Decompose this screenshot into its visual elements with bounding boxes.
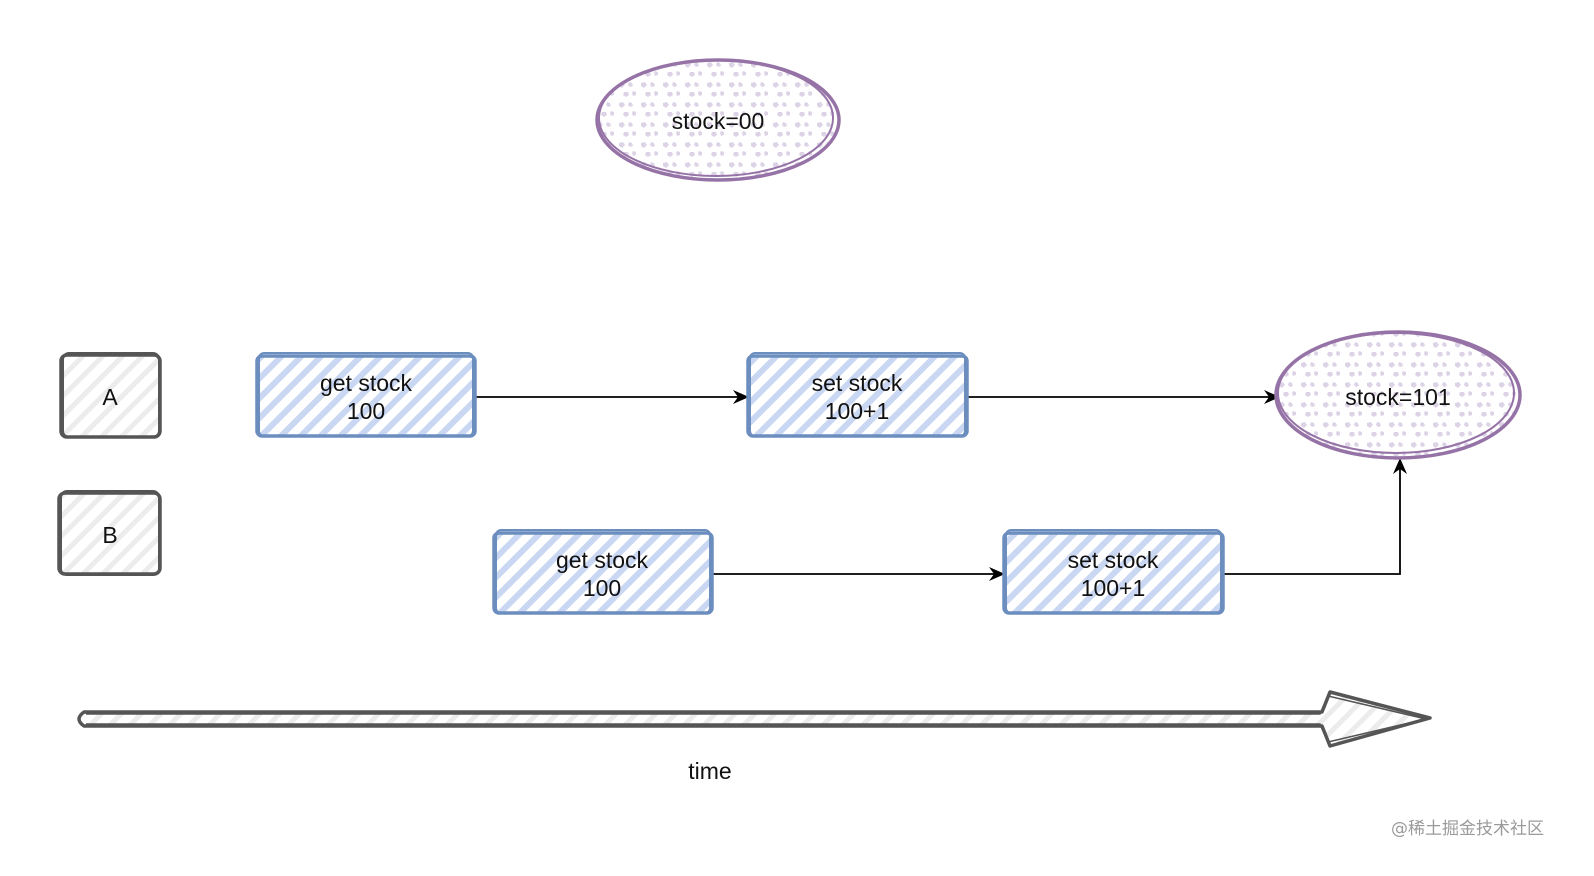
b-set-stock-line2: 100+1 [1081, 575, 1146, 601]
actor-a-node: A [59, 352, 162, 439]
stock-initial-label: stock=00 [672, 108, 765, 134]
arrow-b-set-to-final [1222, 458, 1407, 575]
a-get-stock-line2: 100 [347, 398, 385, 424]
stock-initial-node: stock=00 [595, 58, 841, 182]
actor-b-label: B [102, 522, 117, 548]
a-get-stock-line1: get stock [320, 370, 413, 396]
time-label: time [688, 758, 731, 784]
b-set-stock-line1: set stock [1068, 547, 1159, 573]
watermark-text: @稀土掘金技术社区 [1391, 819, 1544, 839]
b-get-stock-line1: get stock [556, 547, 649, 573]
a-set-stock-node: set stock 100+1 [746, 352, 969, 438]
a-set-stock-line1: set stock [812, 370, 903, 396]
b-set-stock-node: set stock 100+1 [1002, 529, 1225, 615]
stock-final-node: stock=101 [1274, 330, 1522, 460]
a-get-stock-node: get stock 100 [255, 352, 477, 438]
stock-final-label: stock=101 [1345, 384, 1451, 410]
a-set-stock-line2: 100+1 [825, 398, 890, 424]
b-get-stock-line2: 100 [583, 575, 621, 601]
actor-a-label: A [102, 384, 118, 410]
actor-b-node: B [57, 490, 162, 576]
time-arrow: time [77, 690, 1432, 784]
b-get-stock-node: get stock 100 [492, 529, 714, 615]
